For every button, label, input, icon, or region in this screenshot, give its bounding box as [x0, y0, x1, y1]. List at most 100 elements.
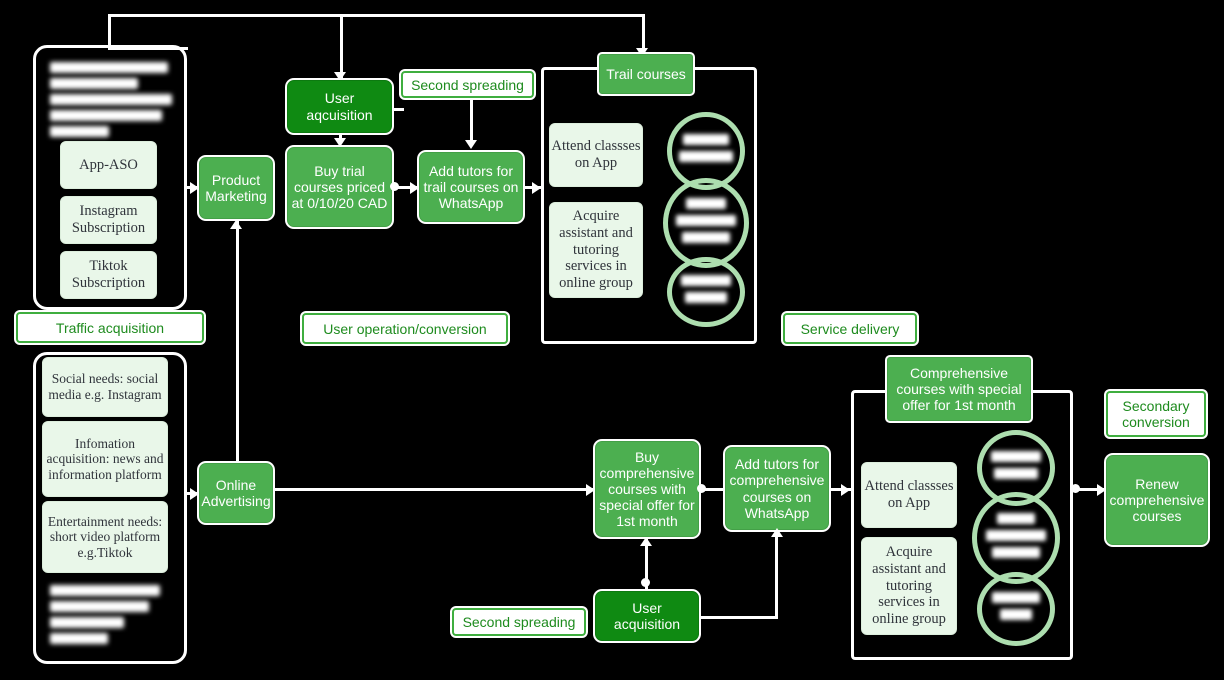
label-second-spreading-comprehensive: Second spreading: [452, 608, 586, 636]
stage-label-secondary-conversion-text: Secondary conversion: [1122, 398, 1190, 430]
user-needs-group: [33, 352, 187, 664]
trial-outcome-circle-1-redacted: [679, 134, 733, 168]
connector-secondspreading-down-trial: [470, 98, 473, 142]
node-add-tutors-comprehensive[interactable]: Add tutors for comprehensive courses on …: [725, 447, 829, 530]
node-user-acquisition-trial-label: User aqcuisition: [306, 90, 373, 123]
header-comprehensive-courses-label: Comprehensive courses with special offer…: [896, 364, 1022, 414]
need-information-label: Infomation acquisition: news and informa…: [46, 435, 164, 482]
trial-outcome-circle-3: [667, 257, 745, 327]
arrow-addtutors-in-top: [465, 140, 477, 149]
arrow-addtutors-in: [410, 182, 419, 194]
connector-compgroup-to-renew: [1073, 488, 1106, 491]
arrow-online-advertising-in: [190, 488, 199, 500]
label-second-spreading-trial-text: Second spreading: [411, 76, 524, 93]
node-buy-trial-courses-label: Buy trial courses priced at 0/10/20 CAD: [291, 162, 388, 212]
arrow-into-user-acquisition-top: [334, 72, 346, 81]
dot-useracq-comp-up: [641, 578, 650, 587]
node-renew-comprehensive-courses-label: Renew comprehensive courses: [1109, 475, 1205, 525]
need-entertainment-label: Entertainment needs: short video platfor…: [47, 513, 163, 560]
comprehensive-outcome-circle-2: [972, 492, 1060, 584]
channel-instagram-label: Instagram Subscription: [71, 203, 146, 236]
comprehensive-outcome-circle-1-redacted: [989, 451, 1042, 485]
node-online-advertising[interactable]: Online Advertising: [199, 463, 273, 523]
dot-buytrial-out: [390, 182, 399, 191]
connector-top-right-down: [642, 14, 645, 54]
service-attend-classes-comprehensive[interactable]: Attend classses on App: [861, 462, 957, 528]
connector-buytrial-to-addtutors: [392, 186, 419, 189]
comprehensive-outcome-circle-2-redacted: [985, 512, 1047, 564]
connector-useracq-to-buytrial: [339, 133, 342, 141]
arrow-buytrial-in-top: [334, 138, 346, 147]
trial-outcome-circle-2-redacted: [676, 197, 736, 249]
arrow-compgroup-in: [841, 484, 850, 496]
arrow-product-marketing-in: [190, 182, 199, 194]
trial-outcome-circle-2: [663, 178, 749, 268]
service-attend-classes-comp-label: Attend classses on App: [864, 478, 954, 511]
label-second-spreading-trial: Second spreading: [401, 71, 534, 98]
node-add-tutors-trial-label: Add tutors for trail courses on WhatsApp: [423, 162, 519, 212]
connector-top-left-down: [108, 14, 111, 50]
header-trail-courses-label: Trail courses: [606, 65, 686, 82]
arrow-renew-in: [1097, 484, 1106, 496]
stage-label-traffic-acquisition: Traffic acquisition: [16, 312, 204, 343]
connector-buycomp-to-addtutors: [699, 488, 725, 491]
node-add-tutors-trial[interactable]: Add tutors for trail courses on WhatsApp: [419, 152, 523, 222]
connector-useracq-right-trial: [392, 108, 404, 111]
comprehensive-outcome-circle-3: [977, 572, 1055, 646]
traffic-group-redacted-note: [50, 62, 172, 142]
header-comprehensive-courses[interactable]: Comprehensive courses with special offer…: [887, 357, 1031, 421]
node-add-tutors-comprehensive-label: Add tutors for comprehensive courses on …: [729, 456, 825, 521]
label-second-spreading-comprehensive-text: Second spreading: [462, 614, 576, 630]
arrow-pm-up: [230, 220, 242, 229]
connector-top-branch-down-user-acq: [340, 14, 343, 78]
stage-label-user-operation-text: User operation/conversion: [323, 320, 487, 337]
stage-label-user-operation-conversion: User operation/conversion: [302, 313, 508, 344]
arrow-addtutors-comp-in-bottom: [771, 528, 783, 537]
service-attend-classes-trial[interactable]: Attend classses on App: [549, 123, 643, 187]
arrow-into-trail-courses-top: [636, 48, 648, 57]
header-trail-courses[interactable]: Trail courses: [599, 54, 693, 94]
stage-label-service-delivery: Service delivery: [783, 313, 917, 344]
node-buy-comprehensive-courses-label: Buy comprehensive courses with special o…: [599, 448, 695, 530]
service-acquire-assistant-comprehensive[interactable]: Acquire assistant and tutoring services …: [861, 537, 957, 635]
node-product-marketing-label: Product Marketing: [205, 171, 267, 204]
connector-useracq-comp-right: [699, 616, 778, 619]
channel-instagram-subscription[interactable]: Instagram Subscription: [60, 196, 157, 244]
arrow-buycomp-in-bottom: [640, 537, 652, 546]
service-attend-classes-trial-label: Attend classses on App: [551, 138, 641, 171]
node-renew-comprehensive-courses[interactable]: Renew comprehensive courses: [1106, 455, 1208, 545]
channel-app-aso[interactable]: App-ASO: [60, 141, 157, 189]
connector-top-main: [108, 14, 645, 17]
connector-addtutors-comp-up: [775, 530, 778, 616]
node-buy-trial-courses[interactable]: Buy trial courses priced at 0/10/20 CAD: [287, 147, 392, 227]
connector-addtutors-to-compgroup: [829, 488, 851, 491]
connector-oa-to-buycomprehensive: [273, 488, 595, 491]
node-buy-comprehensive-courses[interactable]: Buy comprehensive courses with special o…: [595, 441, 699, 537]
stage-label-service-delivery-text: Service delivery: [800, 320, 900, 337]
stage-label-secondary-conversion: Secondary conversion: [1106, 391, 1206, 437]
service-acquire-assistant-trial-label: Acquire assistant and tutoring services …: [559, 208, 633, 291]
node-user-acquisition-comprehensive-label: User acquisition: [613, 599, 681, 632]
connector-pm-to-oa-vertical: [236, 219, 239, 463]
arrow-buycomprehensive-in: [586, 484, 595, 496]
need-social-label: Social needs: social media e.g. Instagra…: [48, 371, 162, 402]
node-user-acquisition-trial[interactable]: User aqcuisition: [287, 80, 392, 133]
need-information-acquisition[interactable]: Infomation acquisition: news and informa…: [42, 421, 168, 497]
node-product-marketing[interactable]: Product Marketing: [199, 157, 273, 219]
comprehensive-outcome-circle-3-redacted: [989, 592, 1042, 626]
service-acquire-assistant-trial[interactable]: Acquire assistant and tutoring services …: [549, 202, 643, 298]
channel-app-aso-label: App-ASO: [79, 156, 138, 173]
traffic-acquisition-group: [33, 45, 187, 310]
node-user-acquisition-comprehensive[interactable]: User acquisition: [595, 591, 699, 641]
stage-label-traffic-acquisition-text: Traffic acquisition: [55, 319, 165, 336]
needs-group-redacted-note: [50, 585, 162, 649]
channel-tiktok-label: Tiktok Subscription: [71, 258, 146, 291]
need-social[interactable]: Social needs: social media e.g. Instagra…: [42, 357, 168, 417]
need-entertainment[interactable]: Entertainment needs: short video platfor…: [42, 501, 168, 573]
channel-tiktok-subscription[interactable]: Tiktok Subscription: [60, 251, 157, 299]
dot-compgroup-out: [1071, 484, 1080, 493]
connector-top-left-into-group: [108, 47, 188, 50]
node-online-advertising-label: Online Advertising: [201, 476, 271, 509]
arrow-trailgroup-in: [532, 182, 541, 194]
